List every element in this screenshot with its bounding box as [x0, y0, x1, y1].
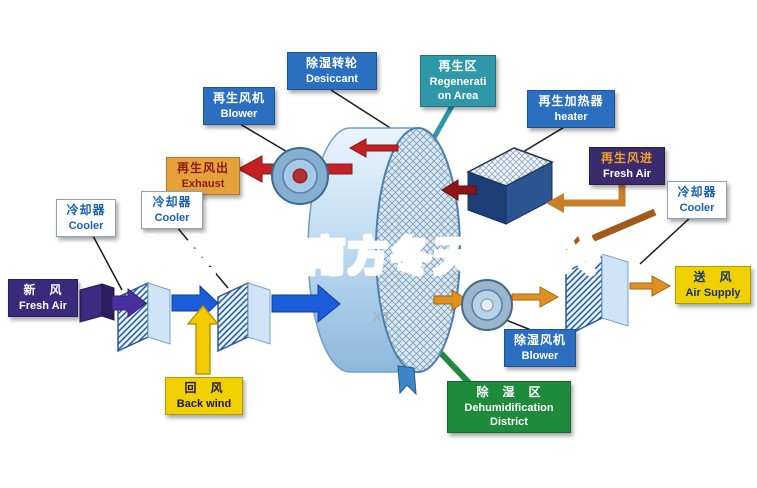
label-fresh-air-en: Fresh Air — [19, 299, 67, 312]
label-dehumid-blower: 除湿风机 Blower — [504, 329, 576, 367]
label-desiccant-en: Desiccant — [306, 72, 358, 85]
label-regeneration-area-en1: Regenerati — [429, 75, 487, 88]
label-exhaust-en: Exhaust — [181, 177, 225, 190]
label-desiccant: 除湿转轮 Desiccant — [287, 52, 377, 90]
label-back-wind-en: Back wind — [176, 397, 232, 410]
supply-arrow-3 — [629, 275, 672, 297]
label-dehumid-district-en2: District — [490, 415, 528, 428]
label-regen-heater: 再生加热器 heater — [527, 90, 615, 128]
label-cooler-right-zh: 冷却器 — [677, 185, 717, 199]
wheel-watermark-text: XT — [372, 309, 391, 326]
supply-arrow-2 — [511, 286, 560, 308]
process-cooler-coil-1 — [117, 281, 171, 353]
desiccant-wheel: XT — [307, 127, 461, 396]
fresh-air-inlet-box — [79, 283, 115, 323]
regen-cooler-arrow — [566, 208, 657, 251]
process-air-arrow-2 — [271, 283, 341, 324]
label-air-supply-en: Air Supply — [685, 286, 741, 299]
label-cooler-left-inner: 冷却器 Cooler — [141, 191, 203, 229]
supply-arrow-1 — [433, 289, 469, 311]
label-cooler-left-outer: 冷却器 Cooler — [56, 199, 116, 237]
label-exhaust: 再生风出 Exhaust — [166, 157, 240, 195]
dehumid-blower-fan — [461, 279, 513, 331]
wheel-ribbon — [397, 365, 417, 396]
label-regen-heater-zh: 再生加热器 — [538, 94, 604, 108]
label-regeneration-area-en2: on Area — [437, 89, 479, 102]
label-regen-fresh-air-en: Fresh Air — [603, 167, 651, 180]
regen-intake-arrow — [546, 184, 626, 213]
label-cooler-left-inner-zh: 冷却器 — [152, 195, 192, 209]
label-regen-fresh-air: 再生风进 Fresh Air — [589, 147, 665, 185]
label-air-supply: 送 风 Air Supply — [675, 266, 751, 304]
supply-cooler-coil — [565, 252, 629, 338]
label-dehumid-district-zh: 除 湿 区 — [476, 385, 542, 399]
label-regen-blower: 再生风机 Blower — [203, 87, 275, 125]
label-desiccant-zh: 除湿转轮 — [305, 56, 358, 70]
regen-blower-fan — [271, 147, 329, 205]
label-regen-heater-en: heater — [554, 110, 588, 123]
label-dehumid-blower-en: Blower — [521, 349, 559, 362]
regen-heater-box — [466, 147, 554, 225]
label-regen-blower-en: Blower — [220, 107, 258, 120]
label-dehumid-blower-zh: 除湿风机 — [513, 333, 566, 347]
label-dehumid-district-en1: Dehumidification — [464, 401, 554, 414]
label-air-supply-zh: 送 风 — [693, 270, 733, 284]
watermark-slogan: 安全度过南方冬天的湿冷 — [132, 234, 606, 280]
label-fresh-air: 新 风 Fresh Air — [8, 279, 78, 317]
label-exhaust-zh: 再生风出 — [176, 161, 229, 175]
label-regen-blower-zh: 再生风机 — [212, 91, 265, 105]
label-cooler-left-outer-zh: 冷却器 — [66, 203, 106, 217]
label-cooler-right: 冷却器 Cooler — [667, 181, 727, 219]
label-back-wind: 回 风 Back wind — [165, 377, 243, 415]
label-fresh-air-zh: 新 风 — [23, 283, 63, 297]
regen-out-arrow-top — [348, 138, 399, 158]
fresh-air-arrow — [111, 287, 147, 319]
label-cooler-left-inner-en: Cooler — [154, 211, 190, 224]
label-regeneration-area: 再生区 Regenerati on Area — [420, 55, 496, 108]
label-cooler-left-outer-en: Cooler — [68, 219, 104, 232]
process-cooler-coil-2 — [217, 281, 271, 353]
label-back-wind-zh: 回 风 — [184, 381, 224, 395]
label-regeneration-area-zh: 再生区 — [438, 59, 478, 73]
heater-to-wheel-arrow — [441, 179, 477, 201]
label-cooler-right-en: Cooler — [679, 201, 715, 214]
label-dehumid-district: 除 湿 区 Dehumidification District — [447, 381, 571, 434]
label-regen-fresh-air-zh: 再生风进 — [600, 151, 653, 165]
back-wind-arrow — [186, 304, 220, 375]
